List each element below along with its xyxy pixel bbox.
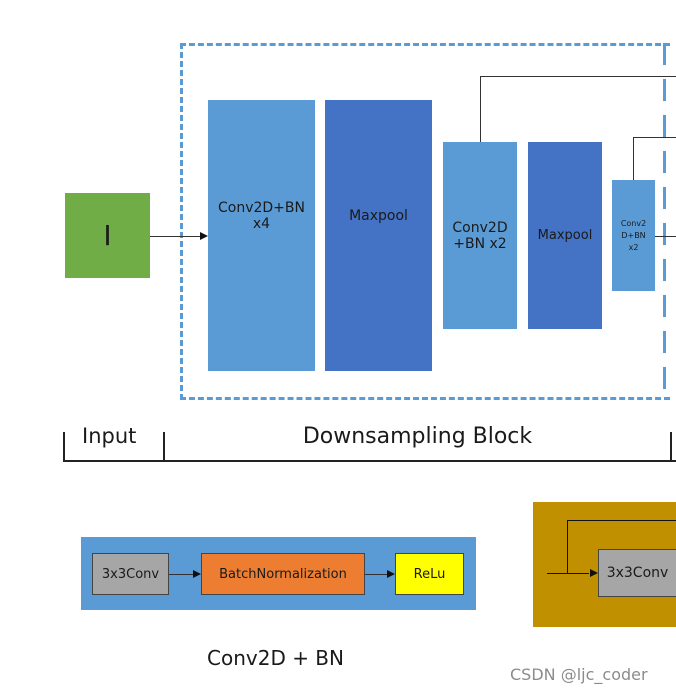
maxpool-block-2: Maxpool bbox=[528, 142, 602, 329]
detail-arrowhead-1 bbox=[193, 570, 201, 578]
conv2d-bn-x4-line1: Conv2D+BN bbox=[218, 199, 305, 216]
conv2d-bn-small-block: Conv2 D+BN x2 bbox=[612, 180, 655, 291]
residual-skip-horizontal bbox=[567, 520, 676, 521]
detail-arrow-1 bbox=[169, 574, 193, 575]
detail-conv-label: 3x3Conv bbox=[101, 566, 160, 582]
detail-bn-label: BatchNormalization bbox=[219, 566, 347, 582]
conv2d-bn-x2-line2: +BN x2 bbox=[453, 235, 507, 252]
downsampling-block-right-border bbox=[663, 43, 666, 400]
residual-skip-vertical bbox=[567, 520, 568, 573]
conv2d-bn-small-line2: D+BN bbox=[621, 230, 646, 240]
conv2d-bn-x2-line1: Conv2D bbox=[452, 219, 508, 236]
skip-line-2-vertical bbox=[633, 137, 634, 180]
conv2d-bn-x4-block: Conv2D+BN x4 bbox=[208, 100, 315, 371]
skip-line-1-horizontal bbox=[480, 76, 676, 77]
section-bracket-baseline bbox=[63, 460, 676, 462]
detail-relu-label: ReLu bbox=[413, 566, 446, 582]
input-block: I bbox=[65, 193, 150, 278]
residual-conv-label: 3x3Conv bbox=[606, 565, 669, 581]
skip-line-1-vertical bbox=[480, 76, 481, 142]
detail-arrowhead-2 bbox=[387, 570, 395, 578]
conv2d-bn-x4-line2: x4 bbox=[252, 215, 271, 232]
section-bracket-tick-mid bbox=[163, 432, 165, 462]
maxpool-block-1: Maxpool bbox=[325, 100, 432, 371]
conv2d-bn-small-line1: Conv2 bbox=[620, 218, 647, 228]
downsampling-section-label: Downsampling Block bbox=[302, 424, 533, 449]
input-arrow-head bbox=[200, 232, 208, 240]
residual-input-line bbox=[547, 573, 589, 574]
residual-arrowhead bbox=[590, 569, 598, 577]
detail-bn-step: BatchNormalization bbox=[201, 553, 365, 595]
detail-relu-step: ReLu bbox=[395, 553, 464, 595]
input-block-label: I bbox=[103, 219, 112, 252]
watermark: CSDN @ljc_coder bbox=[510, 665, 648, 684]
skip-line-2-horizontal bbox=[633, 137, 676, 138]
residual-conv-step: 3x3Conv bbox=[598, 549, 676, 597]
maxpool-2-label: Maxpool bbox=[537, 228, 593, 243]
detail-arrow-2 bbox=[365, 574, 387, 575]
input-arrow-line bbox=[150, 236, 200, 237]
section-bracket-tick-right bbox=[670, 432, 672, 462]
input-section-label: Input bbox=[82, 424, 137, 448]
downsampling-block-container bbox=[180, 43, 670, 400]
output-line bbox=[655, 236, 676, 237]
conv2d-bn-x2-block: Conv2D +BN x2 bbox=[443, 142, 517, 329]
maxpool-1-label: Maxpool bbox=[349, 207, 408, 224]
section-bracket-tick-left bbox=[63, 432, 65, 462]
conv-bn-detail-title: Conv2D + BN bbox=[207, 646, 344, 670]
detail-conv-step: 3x3Conv bbox=[92, 553, 169, 595]
conv2d-bn-small-line3: x2 bbox=[628, 242, 639, 252]
